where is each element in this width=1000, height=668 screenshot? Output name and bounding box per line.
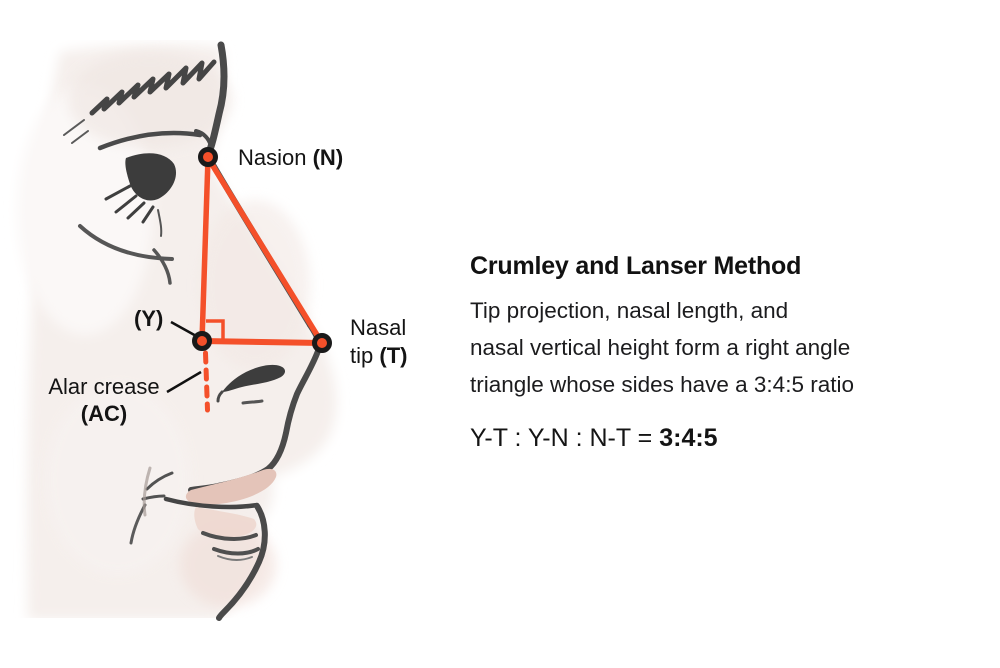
- upper-lip-shape: [185, 468, 277, 505]
- method-title: Crumley and Lanser Method: [470, 252, 802, 280]
- skin-wash-group: [17, 43, 337, 618]
- nose-side-wash: [200, 200, 310, 370]
- ratio-formula-value: 3:4:5: [659, 424, 718, 452]
- lower-lip-shape: [194, 507, 257, 538]
- chin-crease-line: [212, 547, 260, 556]
- method-description: Tip projection, nasal length, and nasal …: [470, 292, 890, 403]
- triangle-side-n-t: [205, 156, 325, 345]
- pointer-line-y-label: [170, 320, 199, 339]
- right-angle-marker: [206, 319, 225, 340]
- lower-lip-line: [201, 531, 258, 541]
- chin-jaw-line: [216, 503, 268, 621]
- triangle-side-y-t: [201, 338, 323, 346]
- method-description-line1: Tip projection, nasal length, and: [470, 298, 789, 323]
- chin-blush-wash: [180, 523, 276, 607]
- alar-crease-label-symbol: (AC): [80, 401, 128, 426]
- method-description-line3: triangle whose sides have a 3:4:5 ratio: [470, 372, 854, 397]
- nostril-tail-stroke: [216, 390, 224, 403]
- eye-iris-shape: [125, 153, 177, 201]
- ratio-formula-lhs: Y-T : Y-N : N-T =: [470, 424, 653, 452]
- under-eye-short-curve: [152, 248, 172, 285]
- method-description-panel: Crumley and Lanser Method Tip projection…: [470, 252, 890, 453]
- alar-crease-label-text: Alar crease: [48, 374, 160, 399]
- alar-crease-dashed-line: [203, 350, 210, 413]
- triangle-side-y-n: [199, 157, 211, 342]
- nasal-tip-label-line1: Nasal: [350, 315, 407, 340]
- nasal-tip-label: Nasal tip (T): [350, 314, 407, 370]
- upper-eyelid-line: [97, 130, 203, 151]
- face-profile-illustration: [17, 41, 337, 621]
- eyebrow-hatching: [89, 59, 217, 116]
- alar-crease-label: Alar crease (AC): [40, 373, 168, 427]
- vertex-dot-y: [192, 331, 212, 351]
- vertex-dot-nasion: [198, 147, 218, 167]
- mouth-line: [163, 496, 260, 510]
- nasion-label-text: Nasion: [238, 145, 307, 170]
- eye-tail-stroke: [157, 209, 163, 237]
- y-label-symbol: (Y): [134, 306, 164, 331]
- nasion-label: Nasion (N): [238, 144, 343, 171]
- eyelid-corner-line: [194, 129, 213, 148]
- vertex-dot-tip: [312, 333, 332, 353]
- nasal-tip-label-symbol: (T): [379, 343, 408, 368]
- chin-crease-light-line: [217, 555, 253, 561]
- cheek-blush-wash: [46, 385, 190, 575]
- measurement-overlay: [166, 147, 332, 413]
- nasolabial-faint-line: [142, 466, 152, 517]
- pointer-line-alar-label: [166, 370, 202, 394]
- eyelash-strokes: [104, 184, 155, 224]
- nasion-label-symbol: (N): [312, 145, 344, 170]
- y-point-label: (Y): [134, 305, 163, 332]
- nasal-tip-label-line2: tip (T): [350, 343, 408, 368]
- brow-fine-hatches: [63, 119, 89, 144]
- nostril-shape: [222, 364, 286, 392]
- columella-dash: [241, 399, 264, 405]
- mouth-corner-stroke-upper: [145, 471, 174, 491]
- method-description-line2: nasal vertical height form a right angle: [470, 335, 851, 360]
- ratio-formula: Y-T : Y-N : N-T = 3:4:5: [470, 424, 890, 453]
- highlight-wash: [17, 85, 153, 335]
